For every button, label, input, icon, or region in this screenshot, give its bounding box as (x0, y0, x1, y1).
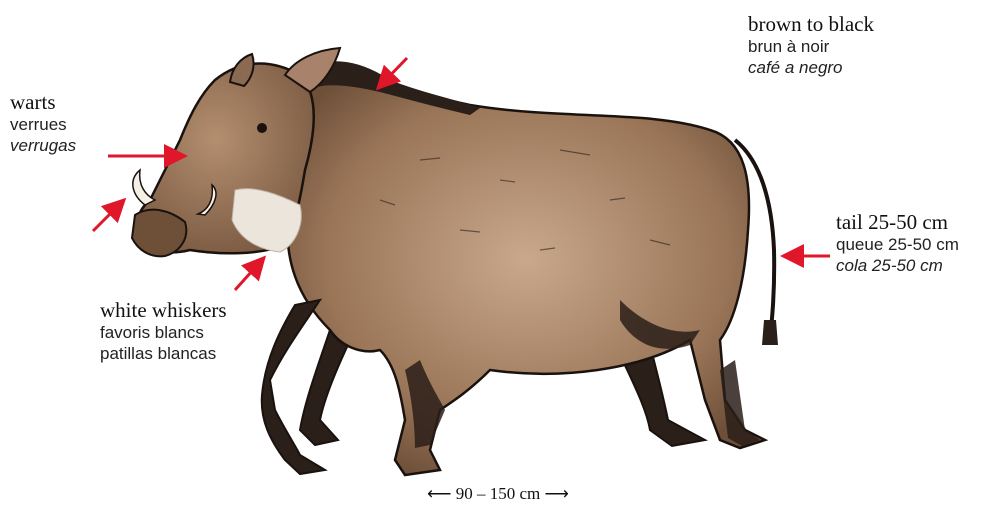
label-warts-es: verrugas (10, 136, 76, 156)
snout (132, 210, 186, 257)
tail-tuft (762, 320, 778, 345)
arrow-tusk (93, 202, 122, 231)
body-length-dimension: ⟵ 90 – 150 cm ⟶ (0, 484, 996, 504)
label-tail-fr: queue 25-50 cm (836, 235, 959, 255)
label-coat-fr: brun à noir (748, 37, 874, 57)
label-whiskers: white whiskers favoris blancs patillas b… (100, 298, 227, 364)
arrow-whiskers (235, 260, 262, 290)
arrow-right-icon: ⟶ (545, 484, 569, 503)
tusk-left (133, 170, 155, 205)
label-whiskers-es: patillas blancas (100, 344, 227, 364)
body-length-value: 90 – 150 cm (456, 484, 541, 503)
warthog-body (287, 82, 765, 475)
label-tail-es: cola 25-50 cm (836, 256, 959, 276)
eye (257, 123, 267, 133)
label-warts-fr: verrues (10, 115, 76, 135)
label-coat-en: brown to black (748, 12, 874, 37)
label-coat: brown to black brun à noir café a negro (748, 12, 874, 78)
label-coat-es: café a negro (748, 58, 874, 78)
label-whiskers-fr: favoris blancs (100, 323, 227, 343)
label-whiskers-en: white whiskers (100, 298, 227, 323)
label-warts: warts verrues verrugas (10, 90, 76, 156)
label-tail: tail 25-50 cm queue 25-50 cm cola 25-50 … (836, 210, 959, 276)
label-tail-en: tail 25-50 cm (836, 210, 959, 235)
arrow-left-icon: ⟵ (427, 484, 451, 503)
label-warts-en: warts (10, 90, 76, 115)
